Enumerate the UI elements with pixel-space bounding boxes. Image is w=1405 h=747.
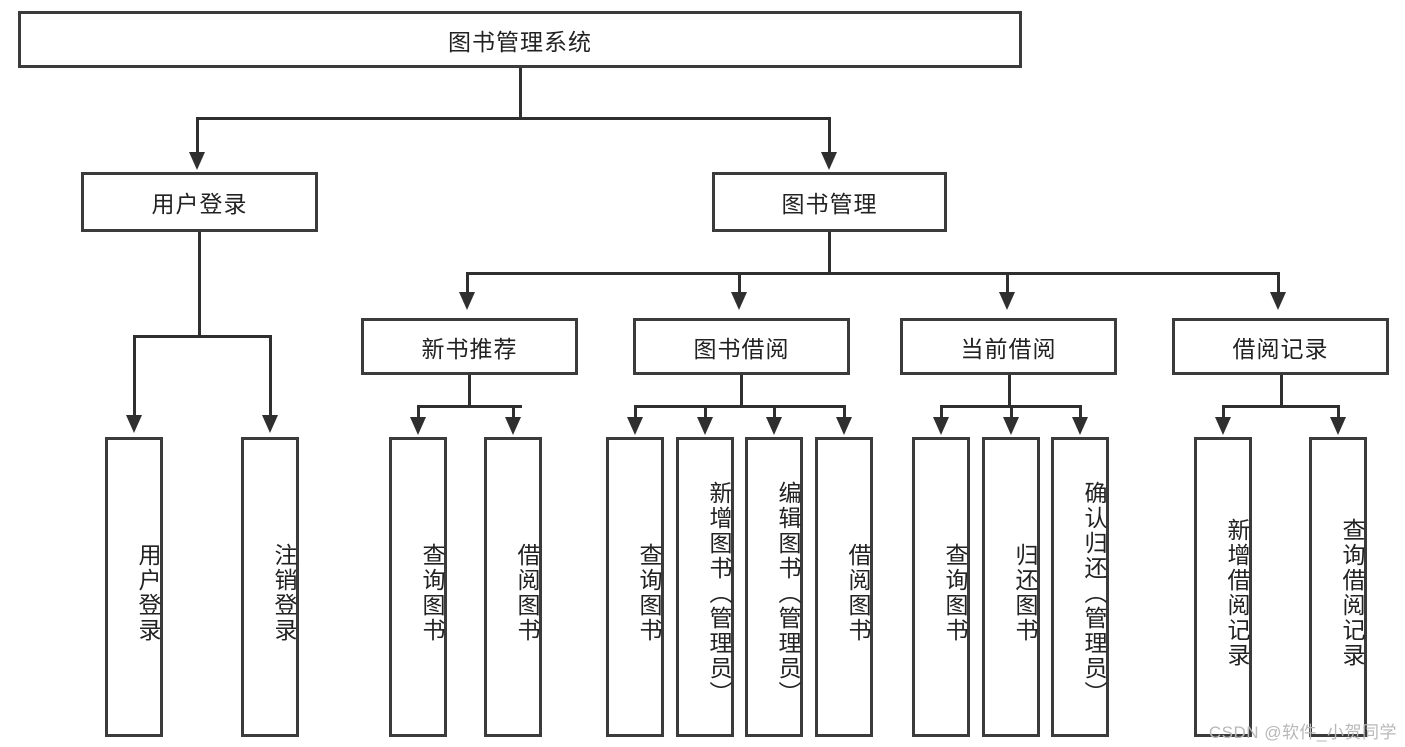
- leaf-query-book-3[interactable]: 查询图书: [912, 437, 970, 737]
- edge-bb-drop-1: [634, 405, 637, 421]
- leaf-add-record[interactable]: 新增借阅记录: [1194, 437, 1252, 737]
- arrowhead-bm-drop-1: [459, 292, 475, 310]
- edge-cb-stem: [1008, 375, 1011, 407]
- node-label: 查询图书: [419, 543, 445, 643]
- leaf-add-book[interactable]: 新增图书（管理员）: [676, 437, 734, 737]
- arrowhead-user-login-drop-1: [126, 415, 142, 433]
- leaf-query-book-1[interactable]: 查询图书: [389, 437, 447, 737]
- node-label: 查询图书: [636, 543, 662, 643]
- node-label: 新增图书（管理员）: [706, 480, 732, 706]
- edge-cb-drop-1: [940, 405, 943, 421]
- edge-bm-drop-2: [738, 272, 741, 297]
- leaf-borrow-book-2[interactable]: 借阅图书: [815, 437, 873, 737]
- edge-nbr-stem: [468, 375, 471, 407]
- leaf-query-record[interactable]: 查询借阅记录: [1309, 437, 1367, 737]
- edge-user-login-drop-2: [269, 335, 272, 420]
- arrowhead-br-drop-2: [1330, 417, 1346, 435]
- edge-br-stem: [1280, 375, 1283, 407]
- arrowhead-user-login-drop-2: [262, 415, 278, 433]
- node-label: 编辑图书（管理员）: [775, 480, 801, 706]
- edge-br-drop-1: [1222, 405, 1225, 421]
- edge-bm-drop-4: [1277, 272, 1280, 297]
- leaf-edit-book[interactable]: 编辑图书（管理员）: [745, 437, 803, 737]
- node-current-borrow[interactable]: 当前借阅: [900, 318, 1117, 375]
- arrowhead-bb-drop-2: [697, 417, 713, 435]
- node-borrow-record[interactable]: 借阅记录: [1172, 318, 1389, 375]
- arrowhead-cb-drop-2: [1003, 417, 1019, 435]
- leaf-query-book-2[interactable]: 查询图书: [606, 437, 664, 737]
- arrowhead-bm-drop-3: [999, 292, 1015, 310]
- node-new-book-recommend[interactable]: 新书推荐: [361, 318, 578, 375]
- node-label: 用户登录: [151, 191, 248, 217]
- node-label: 查询借阅记录: [1339, 518, 1365, 668]
- arrowhead-cb-drop-3: [1072, 417, 1088, 435]
- edge-bb-drop-2: [704, 405, 707, 421]
- edge-root-to-user-login: [196, 117, 199, 157]
- edge-book-management-bus: [466, 272, 1280, 275]
- edge-nbr-bus: [417, 405, 522, 408]
- edge-root-to-book-management: [828, 117, 831, 157]
- leaf-confirm-return[interactable]: 确认归还（管理员）: [1051, 437, 1109, 737]
- leaf-return-book[interactable]: 归还图书: [982, 437, 1040, 737]
- arrowhead-nbr-drop-1: [410, 417, 426, 435]
- node-label: 新增借阅记录: [1224, 518, 1250, 668]
- node-label: 图书管理系统: [448, 28, 592, 55]
- edge-user-login-stem: [198, 232, 201, 337]
- arrowhead-nbr-drop-2: [505, 417, 521, 435]
- arrowhead-root-to-book-management: [821, 152, 837, 170]
- edge-root-stem: [519, 68, 522, 117]
- csdn-watermark: CSDN @软件_小贺同学: [1208, 723, 1397, 742]
- edge-cb-drop-2: [1010, 405, 1013, 421]
- node-label: 注销登录: [271, 543, 297, 643]
- node-label: 归还图书: [1012, 543, 1038, 643]
- node-user-login[interactable]: 用户登录: [81, 172, 318, 232]
- leaf-user-login[interactable]: 用户登录: [105, 437, 163, 737]
- node-label: 借阅图书: [514, 543, 540, 643]
- edge-bb-stem: [740, 375, 743, 407]
- edge-bm-drop-1: [466, 272, 469, 297]
- edge-book-management-stem: [828, 232, 831, 274]
- edge-bb-drop-3: [773, 405, 776, 421]
- edge-bb-drop-4: [843, 405, 846, 421]
- arrowhead-bb-drop-1: [627, 417, 643, 435]
- edge-bm-drop-3: [1006, 272, 1009, 297]
- node-label: 当前借阅: [960, 335, 1057, 362]
- node-label: 借阅图书: [845, 543, 871, 643]
- edge-bb-bus: [634, 405, 846, 408]
- arrowhead-root-to-user-login: [189, 152, 205, 170]
- arrowhead-br-drop-1: [1215, 417, 1231, 435]
- node-label: 用户登录: [135, 543, 161, 643]
- arrowhead-bm-drop-4: [1270, 292, 1286, 310]
- node-label: 确认归还（管理员）: [1081, 480, 1107, 706]
- edge-user-login-drop-1: [133, 335, 136, 420]
- node-label: 图书管理: [781, 191, 878, 217]
- leaf-user-logout[interactable]: 注销登录: [241, 437, 299, 737]
- arrowhead-bm-drop-2: [731, 292, 747, 310]
- arrowhead-bb-drop-3: [766, 417, 782, 435]
- node-label: 借阅记录: [1232, 335, 1329, 362]
- edge-cb-drop-3: [1079, 405, 1082, 421]
- node-label: 新书推荐: [421, 335, 518, 362]
- node-book-borrow[interactable]: 图书借阅: [633, 318, 850, 375]
- edge-nbr-drop-2: [512, 405, 515, 421]
- node-label: 查询图书: [942, 543, 968, 643]
- edge-root-bus: [196, 117, 830, 120]
- edge-br-drop-2: [1337, 405, 1340, 421]
- edge-user-login-bus: [133, 335, 270, 338]
- node-root-system[interactable]: 图书管理系统: [18, 11, 1022, 68]
- arrowhead-cb-drop-1: [933, 417, 949, 435]
- node-label: 图书借阅: [693, 335, 790, 362]
- leaf-borrow-book-1[interactable]: 借阅图书: [484, 437, 542, 737]
- edge-br-bus: [1222, 405, 1340, 408]
- arrowhead-bb-drop-4: [836, 417, 852, 435]
- node-book-management[interactable]: 图书管理: [712, 172, 947, 232]
- edge-nbr-drop-1: [417, 405, 420, 421]
